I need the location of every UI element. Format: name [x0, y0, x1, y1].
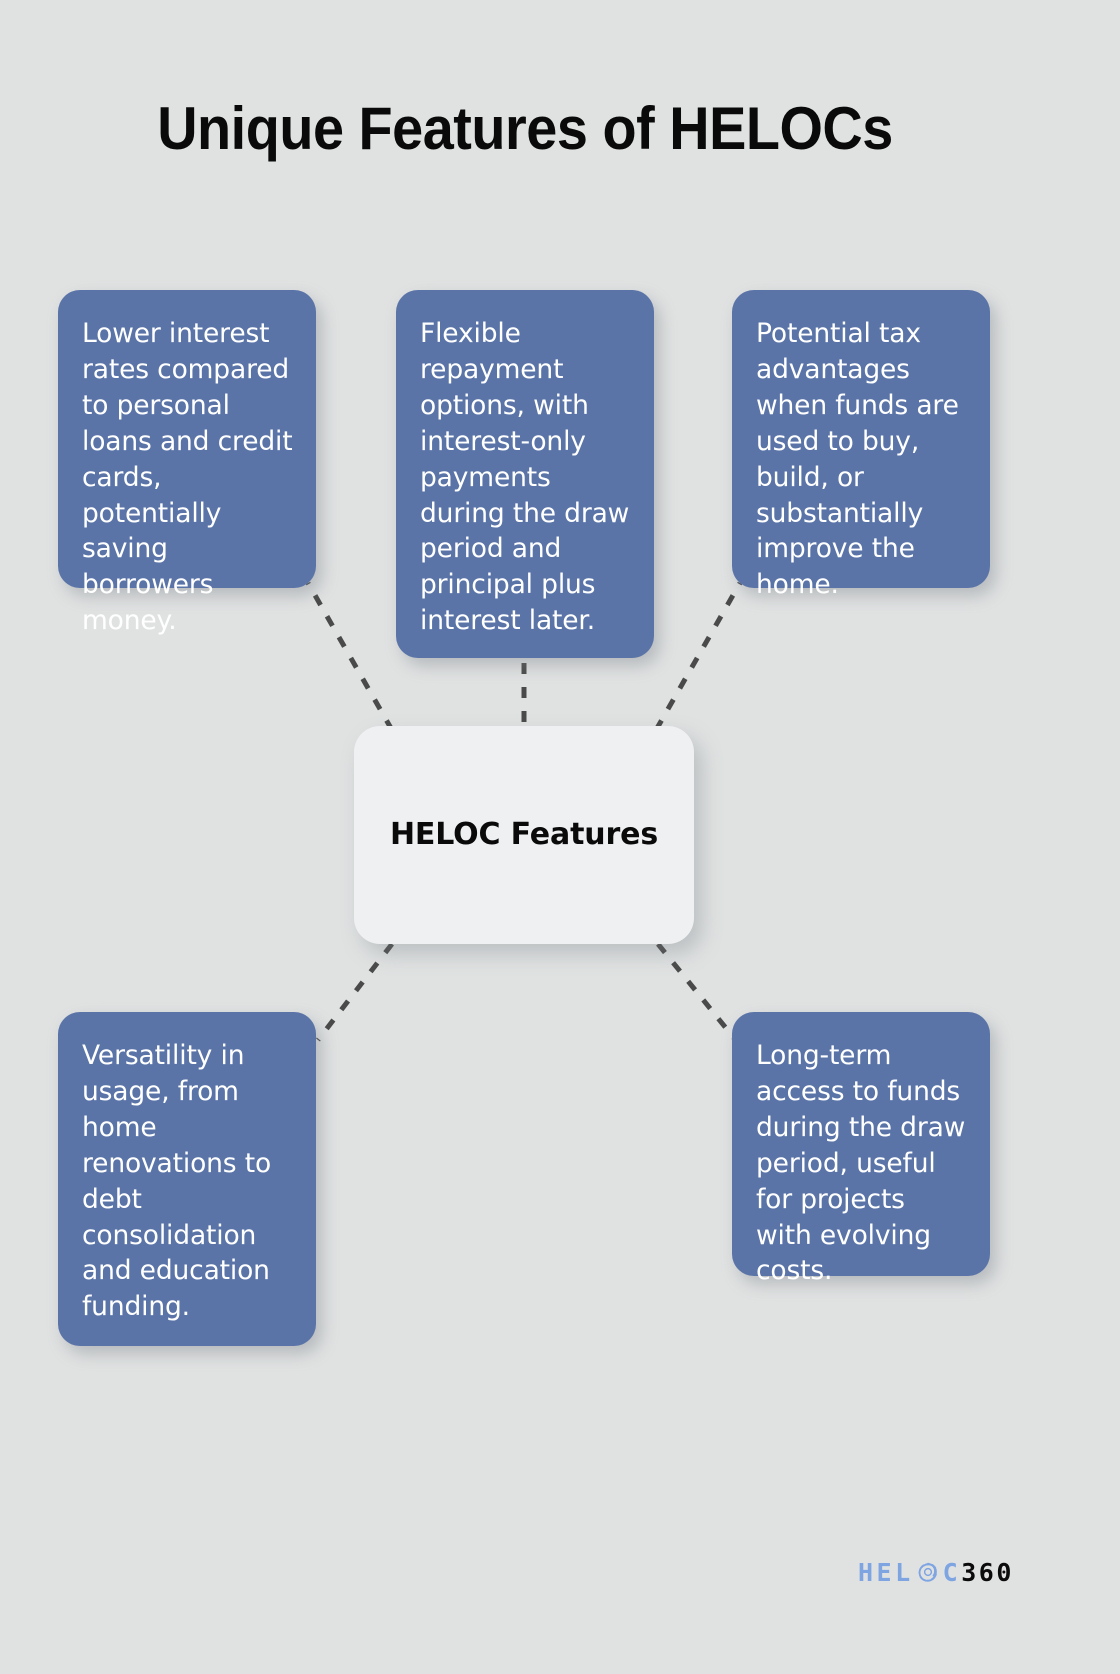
feature-card-tax-advantages[interactable]: Potential tax advantages when funds are … — [732, 290, 990, 600]
logo-text-c: C — [942, 1557, 962, 1587]
brand-logo-heloc360[interactable]: HEL C 360 — [858, 1552, 1014, 1592]
feature-card-versatility[interactable]: Versatility in usage, from home renovati… — [58, 1012, 316, 1346]
connector-center-to-versatility — [316, 942, 394, 1042]
page-title: Unique Features of HELOCs — [157, 95, 893, 162]
center-node-heloc-features[interactable]: HELOC Features — [354, 726, 694, 944]
logo-text-360: 360 — [961, 1557, 1014, 1587]
swirl-o-icon — [915, 1559, 941, 1585]
connector-center-to-long-term — [656, 942, 736, 1040]
feature-card-lower-rates[interactable]: Lower interest rates compared to persona… — [58, 290, 316, 636]
feature-card-long-term-access[interactable]: Long-term access to funds during the dra… — [732, 1012, 990, 1286]
center-node-label: HELOC Features — [389, 816, 659, 852]
connector-center-to-tax — [653, 581, 743, 732]
connector-center-to-lower-rates — [305, 581, 395, 732]
logo-text-hel: HEL — [858, 1557, 914, 1587]
feature-card-flexible-repayment[interactable]: Flexible repayment options, with interes… — [396, 290, 654, 658]
